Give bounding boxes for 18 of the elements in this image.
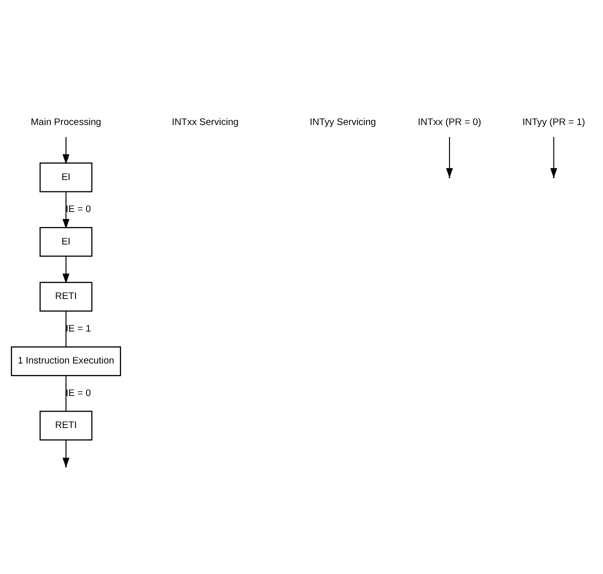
edge-label: IE = 1 bbox=[66, 322, 91, 334]
edge-label: IE = 0 bbox=[66, 204, 91, 215]
node-text: INTyy (PR = 1) bbox=[522, 116, 586, 128]
edge-label: IE = 0 bbox=[66, 387, 91, 398]
node-box: RETI bbox=[40, 281, 92, 312]
label: INTyy Servicing bbox=[310, 116, 376, 128]
arrow bbox=[62, 136, 70, 164]
node-box: EI bbox=[40, 226, 92, 256]
node-box: RETI bbox=[40, 410, 92, 440]
node-text: INTxx (PR = 0) bbox=[418, 116, 482, 128]
arrow bbox=[446, 136, 453, 178]
node-text: Main Processing bbox=[30, 116, 102, 128]
arrow bbox=[550, 136, 558, 178]
arrow bbox=[62, 190, 70, 228]
node-box: 1 Instruction Execution bbox=[10, 346, 122, 376]
arrow bbox=[62, 255, 70, 284]
node-box: EI bbox=[40, 162, 92, 192]
label: INTxx Servicing bbox=[172, 116, 239, 128]
